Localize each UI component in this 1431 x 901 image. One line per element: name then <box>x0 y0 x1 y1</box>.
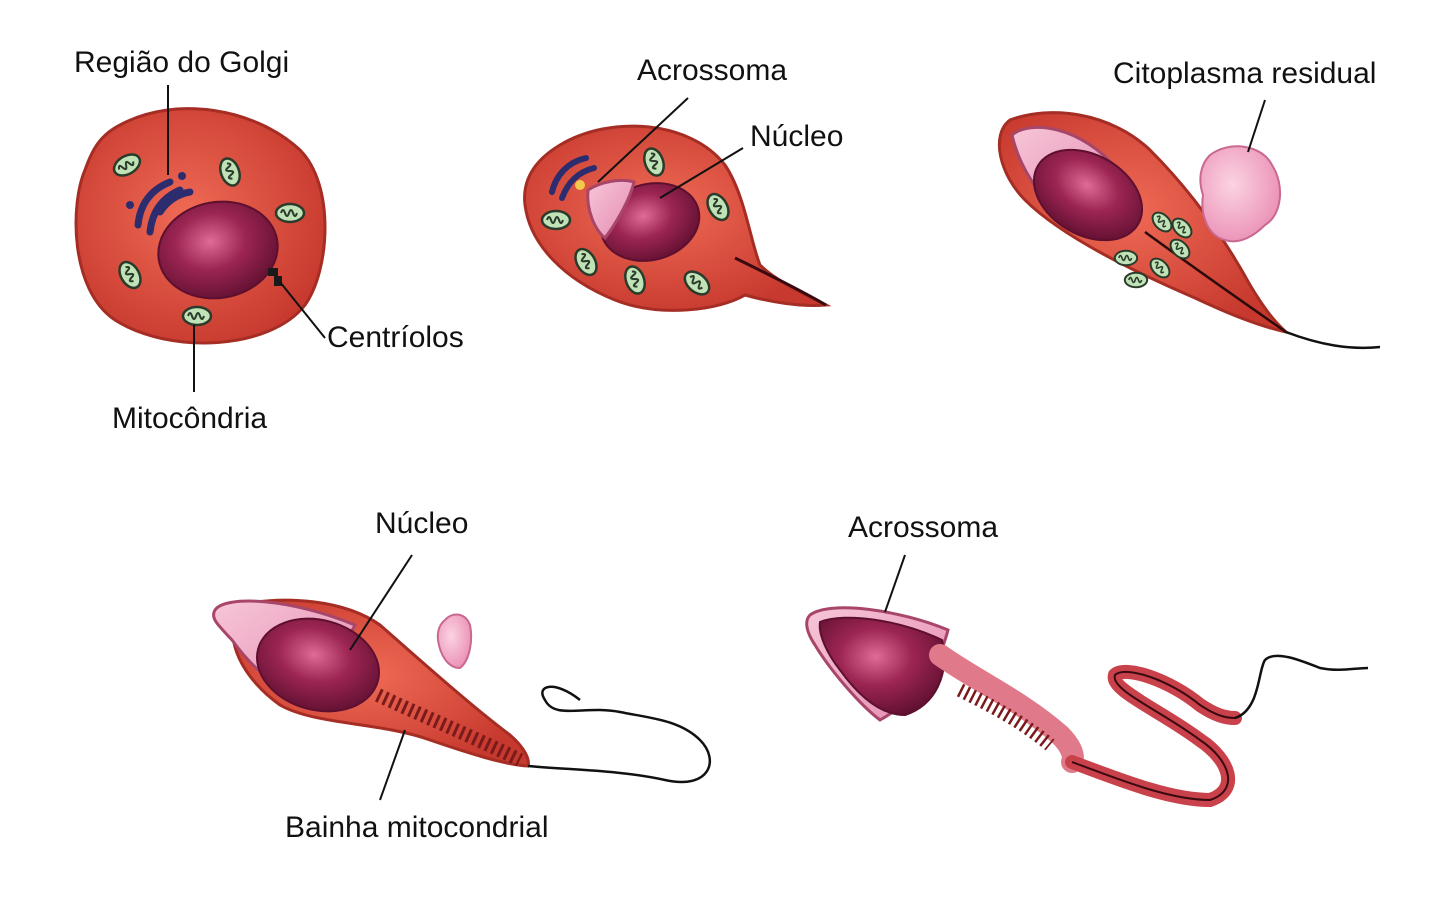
residual-cytoplasm <box>1199 145 1282 243</box>
tail-bud <box>734 256 827 307</box>
label-residual-cytoplasm: Citoplasma residual <box>1113 57 1376 90</box>
principal-piece <box>1065 664 1242 808</box>
label-mitochondrial-sheath: Bainha mitocondrial <box>285 811 548 844</box>
stage-4-spermatid: Núcleo Bainha mitocondrial <box>212 507 711 844</box>
centrioles <box>268 268 282 286</box>
stage-3-spermatid: Citoplasma residual <box>997 57 1381 350</box>
label-nucleus: Núcleo <box>750 120 843 153</box>
label-acrosome: Acrossoma <box>848 511 998 544</box>
golgi-region <box>126 172 194 236</box>
axoneme <box>1071 670 1236 802</box>
axoneme <box>1144 230 1287 334</box>
residual-cytoplasm <box>436 613 473 670</box>
label-golgi-region: Região do Golgi <box>74 46 289 79</box>
nucleus <box>255 617 381 713</box>
label-mitochondria: Mitocôndria <box>112 402 267 435</box>
leader-line <box>1247 99 1266 153</box>
flagellum <box>1285 330 1381 350</box>
leader-line <box>884 554 906 613</box>
leader-lines <box>349 554 413 801</box>
midpiece <box>929 644 1084 773</box>
label-acrosome: Acrossoma <box>637 54 787 87</box>
flagellum <box>527 685 711 784</box>
stage-2-spermatid: Acrossoma Núcleo <box>523 54 843 312</box>
head-nucleus <box>818 616 946 717</box>
acrosome <box>586 178 636 241</box>
mitochondrial-sheath <box>374 688 524 767</box>
leader-lines <box>597 97 744 199</box>
nucleus <box>1032 148 1144 242</box>
label-nucleus: Núcleo <box>375 507 468 540</box>
end-piece <box>1234 654 1369 720</box>
golgi-region <box>549 155 597 201</box>
stage-1-spermatid: Região do Golgi Centríolos Mitocôndria <box>74 46 464 435</box>
leader-lines <box>167 85 326 392</box>
stage-5-spermatozoon: Acrossoma <box>805 511 1369 808</box>
label-centrioles: Centríolos <box>327 321 464 354</box>
nucleus <box>157 200 279 300</box>
